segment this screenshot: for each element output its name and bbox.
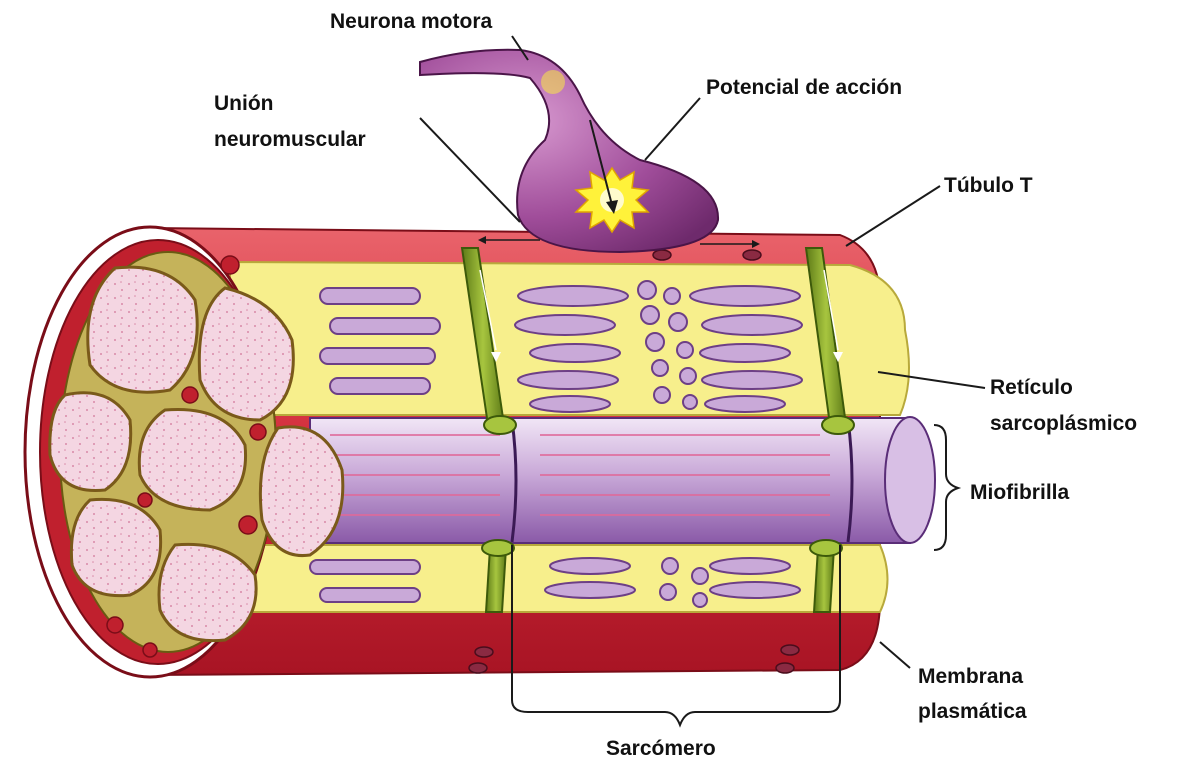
myofibril — [310, 417, 935, 543]
label-neurona-motora: Neurona motora — [330, 10, 493, 33]
label-reticulo-line2: sarcoplásmico — [990, 412, 1137, 435]
myofibril-bracket — [934, 425, 958, 550]
label-union-line1: Unión — [214, 92, 273, 115]
label-membrana-line2: plasmática — [918, 700, 1027, 723]
label-miofibrilla: Miofibrilla — [970, 481, 1069, 504]
label-reticulo-line1: Retículo — [990, 376, 1073, 399]
label-sarcomero: Sarcómero — [606, 737, 716, 760]
label-union-line2: neuromuscular — [214, 128, 366, 151]
label-membrana-line1: Membrana — [918, 665, 1023, 688]
label-tubulo-t: Túbulo T — [944, 174, 1033, 197]
label-potencial-de-accion: Potencial de acción — [706, 76, 902, 99]
